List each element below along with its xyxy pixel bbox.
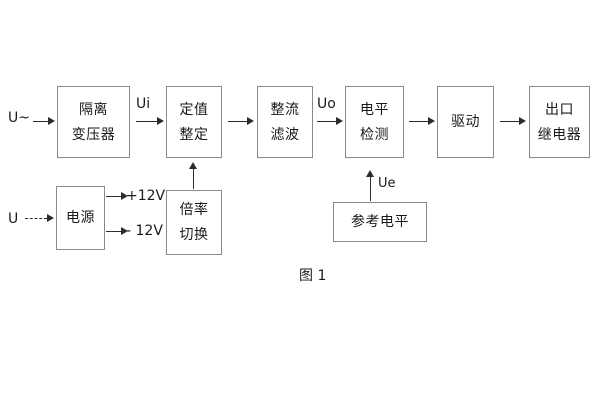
input-dc-label: U — [8, 211, 19, 227]
block-rectify-filter[interactable]: 整流 滤波 — [257, 86, 313, 158]
signal-uo-label: Uo — [317, 96, 336, 112]
block-multiplier-switch-line1: 倍率 — [179, 202, 209, 218]
block-rectify-filter-line1: 整流 — [270, 101, 300, 118]
block-multiplier-switch[interactable]: 倍率 切换 — [166, 190, 222, 255]
arrow-ac-input-to-isolation-transformer — [33, 117, 55, 126]
arrow-isolation-transformer-to-setting-value — [136, 117, 164, 126]
block-reference-level-line1: 参考电平 — [351, 214, 409, 230]
signal-ui-label: Ui — [136, 96, 151, 112]
input-ac-label: U~ — [8, 110, 30, 126]
arrow-dc-input-to-power-supply — [25, 214, 54, 223]
block-power-supply-line1: 电源 — [66, 210, 95, 226]
block-isolation-transformer-line1: 隔离 — [79, 101, 108, 118]
block-setting-value-line2: 整定 — [179, 126, 209, 143]
block-drive-line1: 驱动 — [451, 114, 480, 130]
block-reference-level[interactable]: 参考电平 — [333, 202, 427, 242]
arrow-drive-to-output-relay — [500, 117, 526, 126]
block-isolation-transformer[interactable]: 隔离 变压器 — [57, 86, 130, 158]
block-setting-value[interactable]: 定值 整定 — [166, 86, 222, 158]
figure-caption: 图 1 — [299, 268, 327, 284]
block-output-relay-line2: 继电器 — [537, 126, 582, 143]
signal-ue-label: Ue — [378, 176, 396, 191]
arrow-rectify-filter-to-level-detect — [317, 117, 343, 126]
block-drive[interactable]: 驱动 — [437, 86, 494, 158]
block-power-supply[interactable]: 电源 — [56, 186, 105, 250]
block-level-detect[interactable]: 电平 检测 — [345, 86, 404, 158]
rail-positive-label: +12V — [126, 188, 166, 204]
block-output-relay[interactable]: 出口 继电器 — [529, 86, 590, 158]
rail-negative-label: - 12V — [126, 223, 163, 239]
block-multiplier-switch-line2: 切换 — [179, 227, 209, 243]
block-level-detect-line1: 电平 — [360, 101, 389, 118]
arrow-reference-level-to-level-detect — [366, 170, 375, 201]
block-isolation-transformer-line2: 变压器 — [71, 126, 116, 143]
arrow-power-supply-to-positive-rail — [106, 192, 128, 201]
arrow-power-supply-to-negative-rail — [106, 227, 128, 236]
block-rectify-filter-line2: 滤波 — [270, 126, 300, 143]
block-setting-value-line1: 定值 — [179, 101, 209, 118]
arrow-level-detect-to-drive — [409, 117, 435, 126]
block-output-relay-line1: 出口 — [545, 101, 574, 118]
block-level-detect-line2: 检测 — [360, 126, 389, 143]
arrow-multiplier-switch-to-setting-value — [189, 162, 198, 189]
arrow-setting-value-to-rectify-filter — [228, 117, 254, 126]
